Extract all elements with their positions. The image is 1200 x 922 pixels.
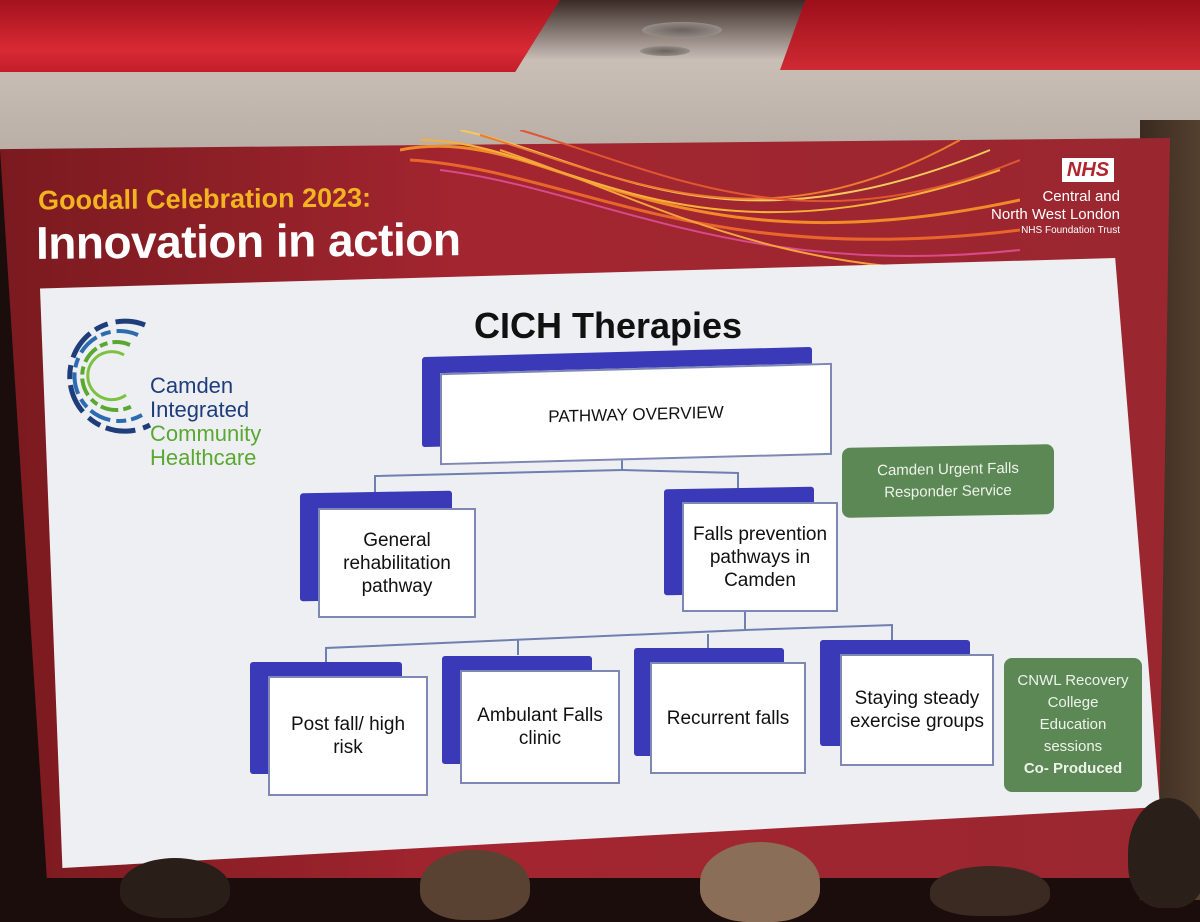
note-line: College	[1047, 694, 1099, 711]
recurrent-falls-box: Recurrent falls	[650, 662, 806, 774]
note-line: Education	[1039, 716, 1107, 733]
logo-line: Community	[150, 421, 262, 446]
pathway-overview-box: PATHWAY OVERVIEW	[440, 362, 832, 466]
ceiling-red-panel-left	[0, 0, 560, 72]
post-fall-box: Post fall/ high risk	[268, 676, 428, 796]
ceiling-light	[640, 46, 690, 56]
audience-head	[420, 850, 530, 920]
ceiling-light	[642, 22, 722, 38]
note-bold-line: Co- Produced	[1023, 760, 1123, 777]
logo-line: Camden	[150, 373, 234, 398]
logo-line: Integrated	[150, 397, 250, 422]
note-line: sessions	[1043, 738, 1103, 755]
logo-line: Healthcare	[150, 445, 257, 470]
audience-head	[930, 866, 1050, 916]
decorative-swirl	[400, 130, 1020, 272]
urgent-falls-responder-note: Camden Urgent Falls Responder Service	[842, 444, 1054, 518]
ceiling-red-panel-right	[780, 0, 1200, 70]
audience-head	[1128, 798, 1200, 908]
staying-steady-box: Staying steady exercise groups	[840, 654, 994, 766]
general-rehab-box: General rehabilitation pathway	[318, 508, 476, 618]
cich-logo-text: Camden Integrated Community Healthcare	[150, 374, 261, 470]
recovery-college-note: CNWL Recovery College Education sessions…	[1004, 658, 1142, 792]
ambulant-falls-box: Ambulant Falls clinic	[460, 670, 620, 784]
note-line: CNWL Recovery	[1017, 672, 1129, 689]
cich-logo-icon	[67, 318, 152, 434]
nhs-org-line3: NHS Foundation Trust	[1021, 225, 1120, 236]
audience-head	[120, 858, 230, 918]
nhs-org-line1: Central and	[1042, 188, 1120, 205]
audience-head	[700, 842, 820, 922]
falls-prevention-box: Falls prevention pathways in Camden	[682, 502, 838, 612]
nhs-org-line2: North West London	[991, 206, 1120, 223]
slide-title: CICH Therapies	[474, 305, 743, 346]
nhs-logo: NHS	[1062, 158, 1114, 182]
org-chart-connectors	[325, 455, 893, 662]
